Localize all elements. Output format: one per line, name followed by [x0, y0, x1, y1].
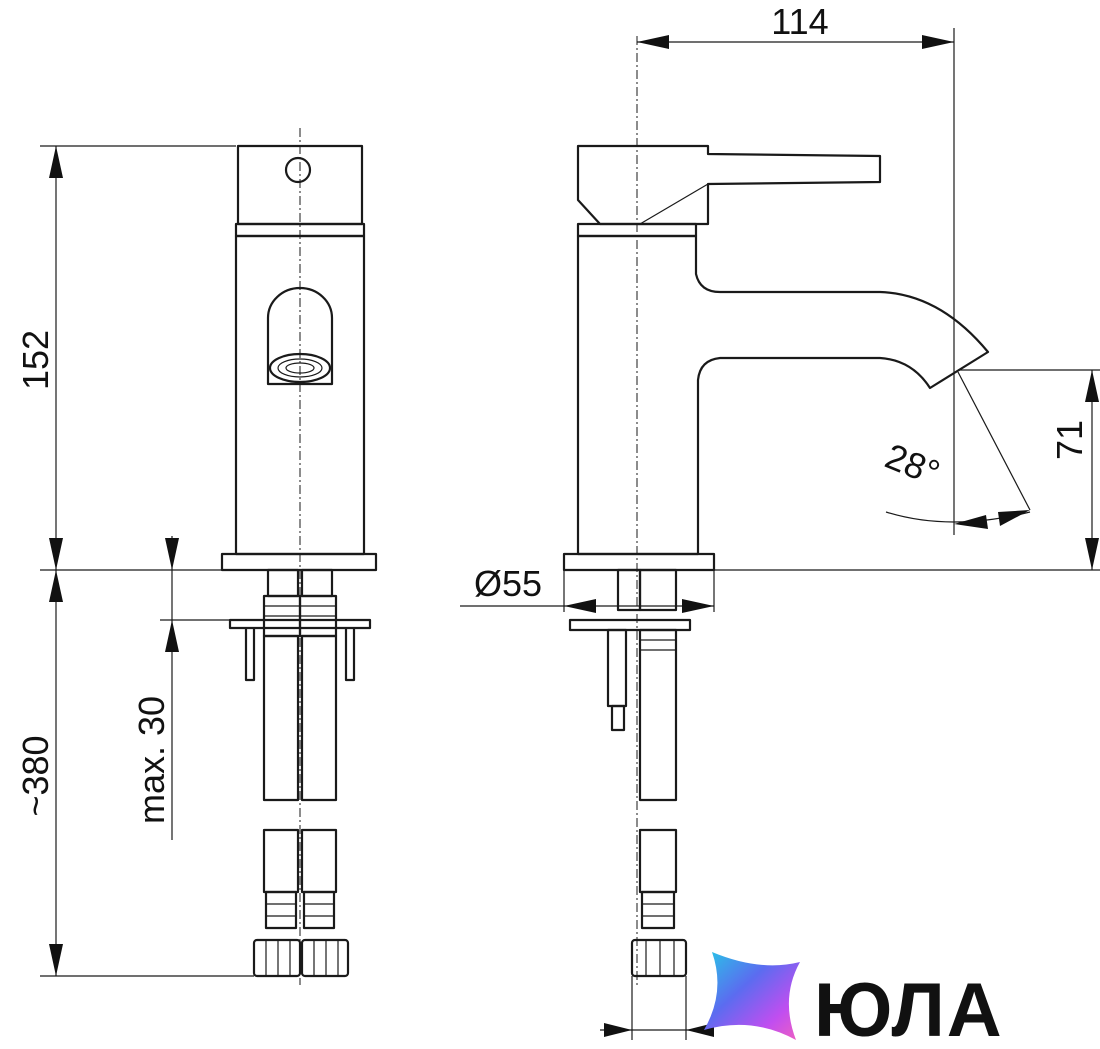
dimension-lines	[40, 28, 1100, 1040]
dim-max-deck: max. 30	[131, 696, 172, 824]
yula-logo-star-icon	[704, 952, 800, 1040]
side-view	[562, 36, 990, 985]
aerator-mesh	[268, 352, 332, 384]
dim-total-height: 152	[15, 330, 56, 390]
yula-logo-text: ЮЛА	[814, 968, 1004, 1049]
dim-base-diameter: Ø55	[474, 563, 542, 604]
front-view	[220, 128, 378, 985]
yula-logo: ЮЛА	[704, 952, 1004, 1049]
dimension-labels: 152 ~380 max. 30 114 71 28° Ø55	[15, 1, 1090, 824]
dim-spout-angle: 28°	[880, 435, 946, 493]
dim-spout-height: 71	[1049, 420, 1090, 460]
dim-spout-reach: 114	[771, 1, 828, 42]
dim-below-deck: ~380	[15, 735, 56, 816]
